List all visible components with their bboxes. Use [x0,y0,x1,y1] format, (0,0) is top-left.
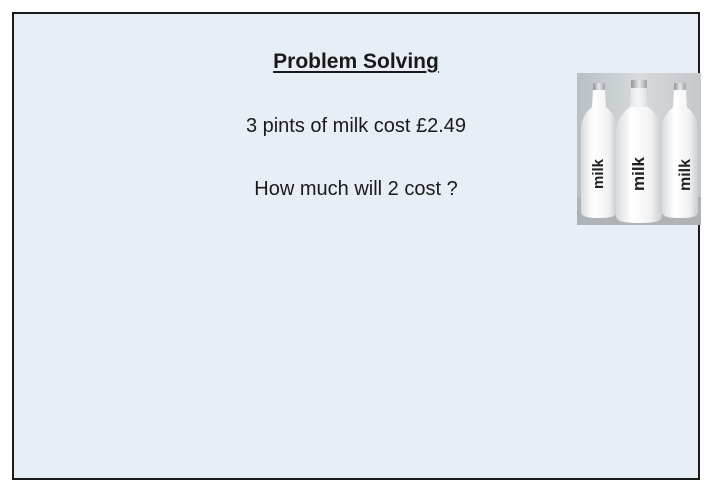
slide-title: Problem Solving [273,50,439,73]
svg-text:milk: milk [677,159,694,191]
problem-question: How much will 2 cost ? [254,178,458,200]
svg-text:milk: milk [629,156,648,191]
bottle-right: milk [662,83,698,218]
slide: Problem Solving 3 pints of milk cost £2.… [12,12,701,480]
milk-bottles-icon: milk milk milk [577,73,701,225]
bottle-center: milk [616,80,662,223]
problem-statement: 3 pints of milk cost £2.49 [245,115,467,137]
bottle-left: milk [581,83,617,218]
svg-text:milk: milk [590,158,607,189]
